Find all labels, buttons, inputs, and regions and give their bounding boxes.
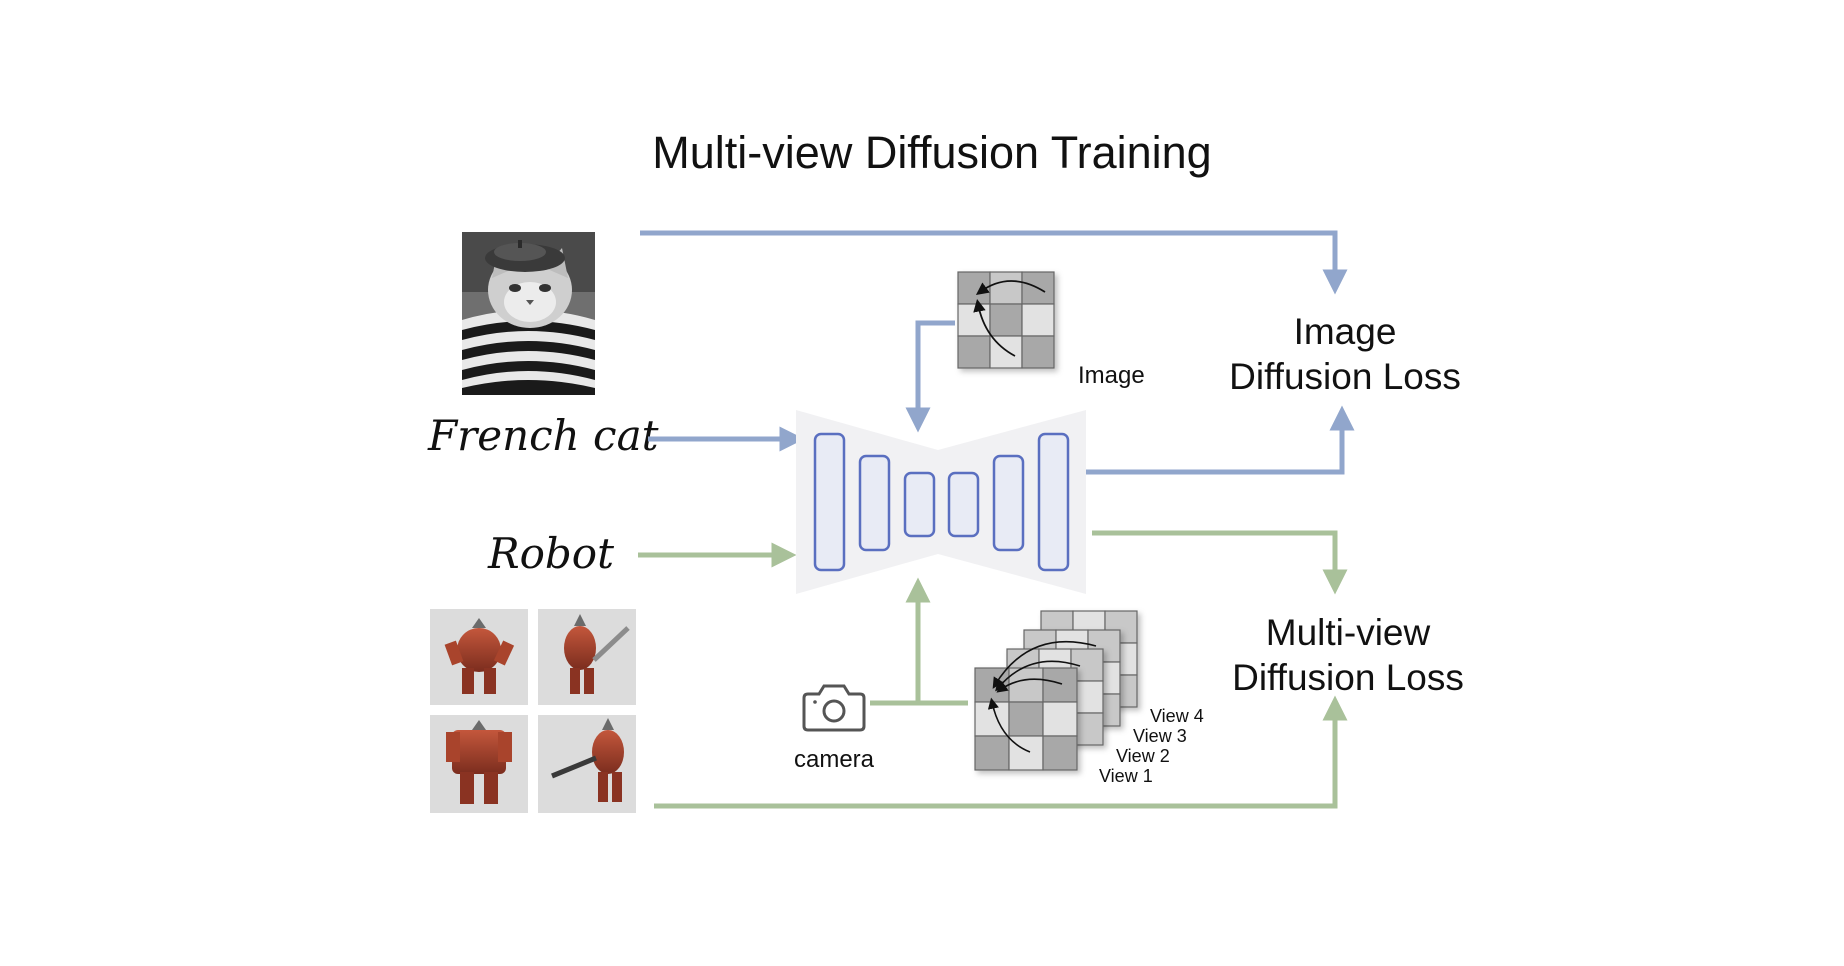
- robot-render-1: [430, 609, 528, 705]
- image-attention-label: Image: [1078, 362, 1145, 389]
- robot-renders: [430, 609, 636, 813]
- text-prompt-french-cat: French cat: [427, 411, 659, 460]
- image-attention-grid: [957, 271, 1055, 369]
- camera-icon: [802, 684, 866, 732]
- diagram-title: Multi-view Diffusion Training: [652, 127, 1211, 178]
- view-label-1: View 1: [1099, 766, 1153, 786]
- unet-block-3: [903, 471, 936, 538]
- image-loss-line-1: Image: [1294, 311, 1397, 352]
- multiview-attention-arrows: [987, 640, 1097, 753]
- unet-block-4: [947, 471, 980, 538]
- unet-block-2: [858, 454, 891, 552]
- cat-photo: [462, 232, 595, 395]
- view-1-grid: [974, 667, 1078, 771]
- robot-render-4: [538, 715, 636, 813]
- unet-block-1: [813, 432, 846, 572]
- robot-render-3: [430, 715, 528, 813]
- multiview-attention-grids: [974, 610, 1138, 771]
- camera-label: camera: [794, 746, 875, 773]
- image-flow-lines: [640, 230, 1355, 475]
- unet-block-5: [992, 454, 1025, 552]
- text-prompt-robot: Robot: [487, 529, 614, 578]
- arrow-top-to-image-loss: [640, 230, 1348, 295]
- image-loss-line-2: Diffusion Loss: [1229, 356, 1461, 397]
- view-label-2: View 2: [1116, 746, 1170, 766]
- unet-block-6: [1037, 432, 1070, 572]
- robot-render-2: [538, 609, 636, 705]
- multiview-flow-lines: [638, 530, 1348, 809]
- unet-model: [796, 410, 1086, 594]
- multiview-loss-line-1: Multi-view: [1266, 612, 1431, 653]
- arrow-camera-to-unet: [870, 577, 931, 706]
- arrow-attention-to-unet: [905, 320, 955, 433]
- arrow-unet-to-image-loss: [1086, 405, 1355, 475]
- view-label-3: View 3: [1133, 726, 1187, 746]
- arrow-bottom-to-multiview-loss: [654, 695, 1348, 809]
- arrow-unet-to-multiview-loss: [1092, 530, 1348, 595]
- multiview-loss-line-2: Diffusion Loss: [1232, 657, 1464, 698]
- image-attention-arrows: [973, 280, 1046, 357]
- view-label-4: View 4: [1150, 706, 1204, 726]
